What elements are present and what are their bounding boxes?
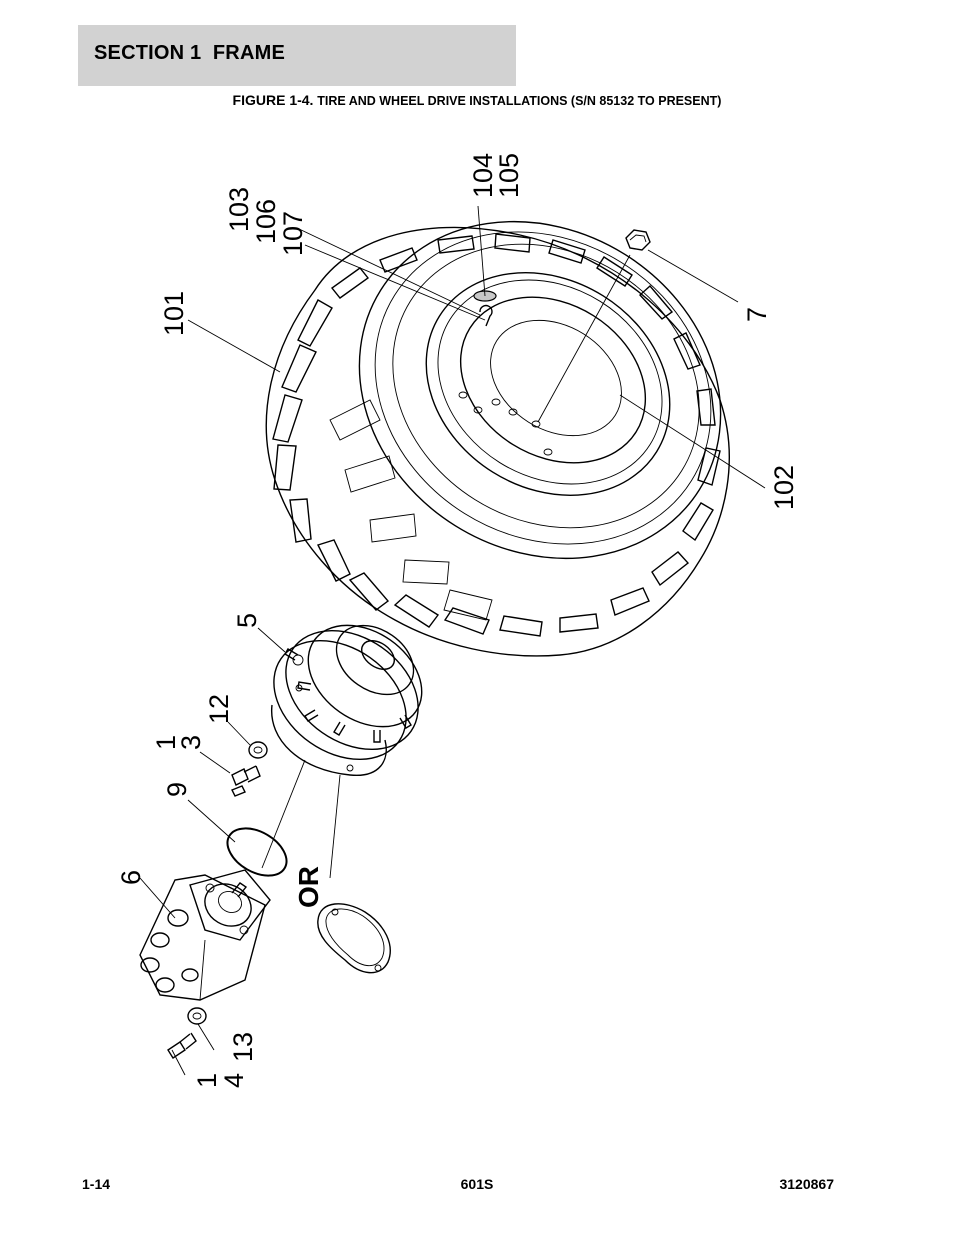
callout-7: 7 [742, 307, 772, 322]
leader-lines [139, 205, 766, 1076]
callout-12: 12 [204, 694, 234, 724]
callout-4: 4 [219, 1073, 249, 1088]
callout-6: 6 [116, 870, 146, 885]
section-header-bar: SECTION 1 FRAME [78, 25, 516, 86]
callout-1-upper: 1 [151, 735, 181, 750]
figure-title: TIRE AND WHEEL DRIVE INSTALLATIONS (S/N … [317, 94, 722, 108]
callout-labels: 101 103 106 107 104 105 7 102 5 12 1 3 9… [116, 153, 799, 1088]
page-number: 1-14 [82, 1176, 111, 1192]
o-ring-drawing [226, 827, 288, 877]
or-label: OR [293, 866, 324, 908]
callout-101: 101 [159, 291, 189, 336]
hydraulic-motor-drawing [139, 869, 271, 1001]
drive-hub-drawing [271, 624, 423, 776]
washer-12-drawing [248, 741, 268, 759]
lug-nut-drawing [625, 229, 651, 251]
figure-number: FIGURE 1-4. [232, 92, 314, 108]
callout-3: 3 [176, 735, 206, 750]
callout-103: 103 [224, 187, 254, 232]
gasket-drawing [317, 903, 391, 974]
section-title: SECTION 1 FRAME [94, 42, 285, 64]
callout-105: 105 [494, 153, 524, 198]
bolt-3-drawing [231, 765, 261, 797]
model-name: 601S [460, 1176, 494, 1192]
callout-5: 5 [232, 613, 262, 628]
callout-9: 9 [162, 782, 192, 797]
callout-106: 106 [251, 199, 281, 244]
callout-13: 13 [228, 1032, 258, 1062]
callout-104: 104 [468, 153, 498, 198]
bolt-4-drawing [167, 1032, 197, 1059]
figure-caption: FIGURE 1-4. TIRE AND WHEEL DRIVE INSTALL… [0, 92, 954, 108]
washer-13-drawing [187, 1007, 207, 1025]
callout-102: 102 [769, 465, 799, 510]
callout-107: 107 [278, 211, 308, 256]
document-number: 3120867 [779, 1176, 834, 1192]
tire-drawing [265, 220, 730, 657]
callout-1-lower: 1 [192, 1073, 222, 1088]
